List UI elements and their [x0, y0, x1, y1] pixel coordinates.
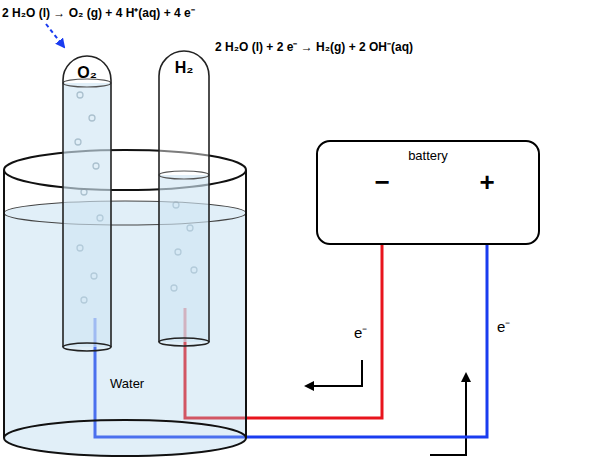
- beaker-wall: [245, 170, 247, 438]
- tube-water: [159, 175, 209, 342]
- tube-gas: [63, 56, 111, 347]
- tube-mouth: [159, 338, 209, 346]
- label-holder: e⁻: [497, 316, 510, 336]
- electron-flow-arrow: [430, 374, 466, 455]
- beaker-wall: [3, 170, 5, 438]
- electron-label: e⁻: [354, 322, 367, 342]
- oxygen-tube: O₂: [62, 55, 112, 352]
- anode-reaction: 2 H₂O (l) → O₂ (g) + 4 H⁺(aq) + 4 e⁻: [2, 4, 195, 21]
- electron-label: e⁻: [497, 316, 510, 336]
- beaker: Water: [2, 148, 248, 460]
- tube-gas: [159, 51, 209, 342]
- label-holder: 2 H₂O (l) → O₂ (g) + 4 H⁺(aq) + 4 e⁻: [2, 3, 195, 21]
- label-holder: e⁻: [354, 322, 367, 342]
- liquid-label: Water: [110, 376, 144, 391]
- electron-flow-arrow: [306, 360, 362, 386]
- terminal-sign: +: [446, 167, 528, 198]
- tube-wall: [159, 51, 209, 342]
- hydrogen-tube: H₂: [158, 50, 210, 347]
- gas-label: O₂: [77, 64, 97, 82]
- battery-label: battery: [318, 148, 538, 163]
- pointer-arrow: [46, 24, 64, 47]
- cathode-reaction: 2 H₂O (l) + 2 e⁻ → H₂(g) + 2 OH⁻(aq): [215, 38, 413, 55]
- label-holder: 2 H₂O (l) + 2 e⁻ → H₂(g) + 2 OH⁻(aq): [215, 37, 413, 55]
- tube-wall: [63, 56, 111, 347]
- beaker-outline: [2, 148, 248, 460]
- tube-outline: [158, 50, 210, 347]
- beaker-base: [4, 420, 246, 456]
- gas-label: H₂: [175, 59, 194, 77]
- tube-water: [63, 83, 111, 347]
- tube-mouth: [63, 343, 111, 351]
- water-surface: [159, 171, 209, 179]
- terminal-row: −+: [318, 167, 538, 198]
- battery-box: battery −+: [316, 140, 540, 245]
- terminal-sign: −: [318, 167, 446, 198]
- tube-outline: [62, 55, 112, 352]
